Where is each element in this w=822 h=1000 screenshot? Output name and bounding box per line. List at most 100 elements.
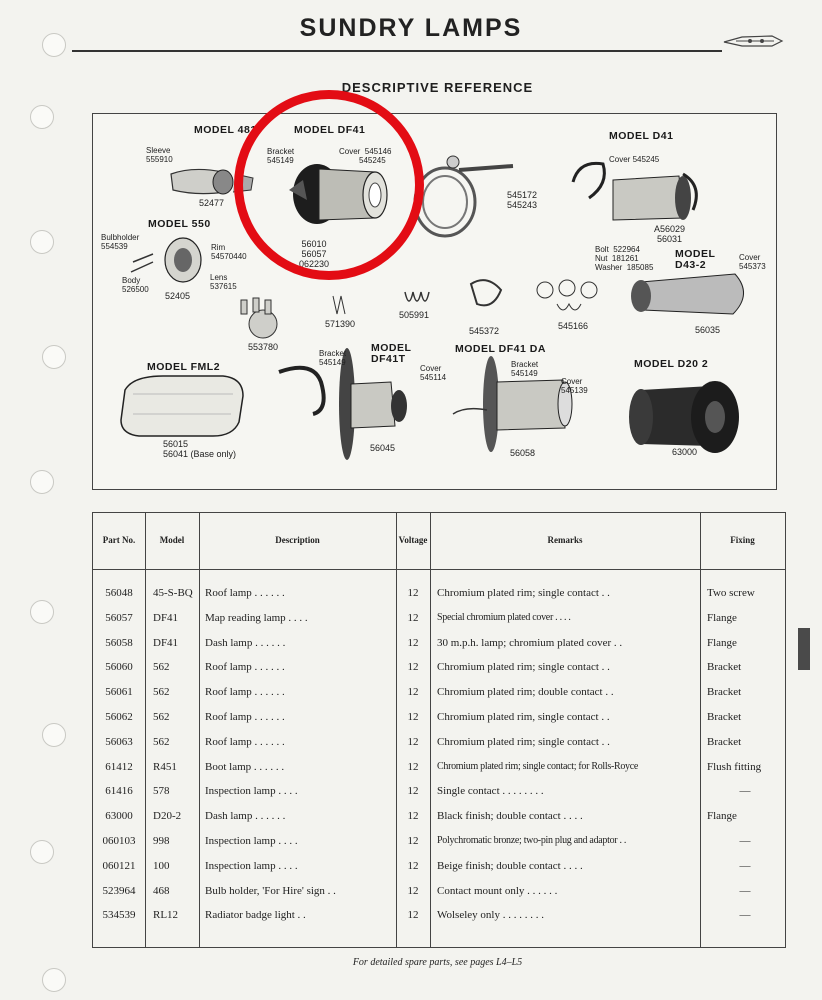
table-cell-part: 060121: [102, 859, 136, 872]
table-cell-model: D20-2: [153, 810, 182, 823]
small-parts-drawings: [240, 279, 598, 339]
table-cell-part: 56060: [105, 661, 133, 674]
logo-emblem: [723, 35, 784, 47]
binder-hole: [42, 33, 66, 57]
table-cell-voltage: 12: [407, 661, 419, 674]
table-cell-remarks: Wolseley only . . . . . . . .: [437, 909, 544, 922]
table-cell-model: 562: [153, 686, 170, 699]
col-header-remarks: Remarks: [547, 535, 583, 545]
table-cell-part: 56048: [105, 587, 133, 599]
table-cell-remarks: Single contact . . . . . . . .: [437, 785, 544, 798]
col-header-description: Description: [275, 535, 320, 545]
part-label: Bracket 545149: [511, 360, 539, 378]
binder-hole: [42, 345, 66, 369]
table-cell-remarks: Chromium plated rim; single contact . .: [437, 661, 610, 674]
table-cell-remarks: Special chromium plated cover . . . .: [437, 611, 571, 623]
part-number: 553780: [248, 342, 279, 352]
part-number: 52477: [199, 198, 225, 208]
table-cell-remarks: Chromium plated rim; single contact . .: [437, 587, 610, 599]
title-rule: [72, 50, 722, 52]
part-label: Cover 545373: [739, 253, 766, 271]
table-cell-model: DF41: [153, 636, 179, 649]
coiled-cable-drawing: [413, 155, 514, 238]
footer-note: For detailed spare parts, see pages L4–L…: [352, 957, 523, 968]
table-cell-description: Radiator badge light . .: [205, 909, 306, 922]
table-cell-fixing: Bracket: [707, 735, 742, 748]
table-cell-fixing: —: [739, 884, 751, 897]
table-cell-voltage: 12: [407, 611, 419, 624]
table-cell-fixing: —: [739, 835, 751, 847]
table-cell-description: Inspection lamp . . . .: [205, 835, 298, 847]
table-cell-description: Dash lamp . . . . . .: [205, 636, 286, 649]
part-number: 545372: [469, 326, 500, 336]
table-cell-part: 523964: [102, 884, 136, 897]
part-number: 505991: [399, 310, 430, 320]
part-label: Cover 545245: [609, 155, 660, 164]
table-cell-remarks: Chromium plated rim; single contact . .: [437, 735, 610, 748]
table-cell-model: 998: [153, 835, 170, 847]
table-cell-part: 61416: [105, 785, 133, 798]
part-label: Bulbholder 554539: [101, 233, 140, 251]
parts-table: Part No. Model Description Voltage Remar…: [92, 512, 786, 948]
model-481-label: MODEL 481: [194, 124, 257, 136]
table-cell-model: 100: [153, 859, 170, 872]
table-cell-part: 63000: [105, 810, 133, 823]
part-label: Cover 545114: [420, 364, 447, 382]
table-cell-fixing: Flush fitting: [707, 760, 762, 773]
table-cell-fixing: Bracket: [707, 686, 742, 699]
page-edge-tab: [798, 628, 810, 670]
table-cell-fixing: Flange: [707, 636, 737, 649]
part-number: 545172 545243: [507, 190, 538, 210]
table-cell-voltage: 12: [407, 785, 419, 798]
table-cell-voltage: 12: [407, 711, 419, 723]
table-cell-description: Inspection lamp . . . .: [205, 785, 298, 798]
table-cell-fixing: Flange: [707, 611, 737, 624]
table-cell-remarks: Beige finish; double contact . . . .: [437, 859, 583, 872]
table-cell-remarks: Chromium plated rim; double contact . .: [437, 686, 614, 699]
table-cell-voltage: 12: [407, 760, 419, 773]
table-cell-fixing: Flange: [707, 810, 737, 823]
model-df41-da-drawing: [452, 356, 573, 452]
table-cell-voltage: 12: [407, 884, 419, 897]
table-cell-remarks: Contact mount only . . . . . .: [437, 884, 558, 897]
table-cell-voltage: 12: [407, 810, 419, 823]
binder-hole: [30, 470, 54, 494]
lamp-drawings: [120, 155, 744, 460]
table-cell-part: 56058: [105, 636, 133, 649]
section-subtitle: DESCRIPTIVE REFERENCE: [341, 80, 534, 95]
part-number: 56058: [510, 448, 536, 458]
binder-hole: [30, 600, 54, 624]
part-number: 56045: [370, 443, 396, 453]
part-label: Sleeve 555910: [146, 146, 173, 164]
table-cell-model: RL12: [153, 909, 179, 922]
binder-hole: [42, 968, 66, 992]
table-cell-voltage: 12: [407, 686, 419, 699]
table-cell-description: Roof lamp . . . . . .: [205, 587, 285, 599]
table-cell-fixing: —: [739, 859, 751, 872]
part-label: Lens 537615: [210, 273, 237, 291]
part-number: 56035: [695, 325, 721, 335]
table-cell-description: Roof lamp . . . . . .: [205, 686, 285, 699]
part-number: 63000: [672, 447, 698, 457]
table-cell-fixing: Two screw: [707, 587, 755, 599]
part-label: Cover 545139: [561, 377, 588, 395]
part-label: Bolt 522964 Nut 181261 Washer 185085: [595, 245, 654, 272]
table-cell-voltage: 12: [407, 859, 419, 872]
table-cell-model: 562: [153, 735, 170, 748]
table-cell-model: 562: [153, 711, 170, 723]
table-cell-description: Roof lamp . . . . . .: [205, 711, 285, 723]
model-fml2-label: MODEL FML2: [147, 361, 221, 373]
model-df41t-label: MODEL DF41T: [371, 342, 412, 365]
table-cell-description: Boot lamp . . . . . .: [205, 760, 285, 773]
table-cell-part: 56057: [105, 611, 133, 624]
part-number: A56029 56031: [654, 224, 686, 244]
table-cell-part: 060103: [102, 835, 136, 847]
table-cell-model: 468: [153, 884, 170, 897]
model-550-label: MODEL 550: [148, 218, 211, 230]
table-cell-model: 45-S-BQ: [153, 587, 193, 599]
table-cell-part: 61412: [105, 760, 133, 773]
table-cell-voltage: 12: [407, 735, 419, 748]
table-cell-description: Inspection lamp . . . .: [205, 859, 298, 872]
table-cell-part: 56061: [105, 686, 133, 699]
table-cell-remarks: Black finish; double contact . . . .: [437, 810, 583, 823]
